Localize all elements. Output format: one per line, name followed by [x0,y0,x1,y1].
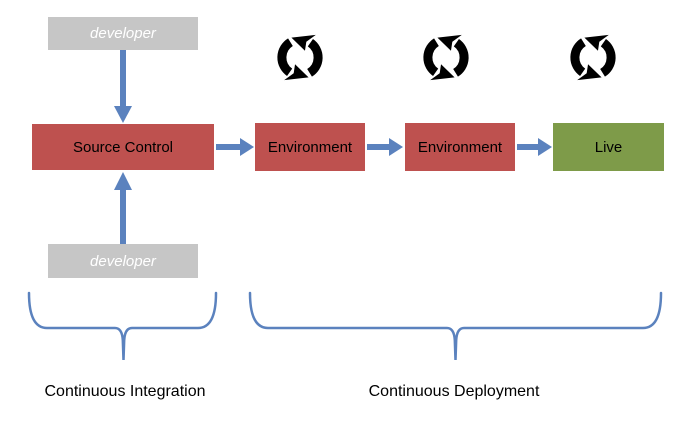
developer-box-bottom: developer [48,244,198,278]
continuous-deployment-label: Continuous Deployment [368,383,540,400]
environment-box-2: Environment [405,123,515,171]
refresh-cycle-icon [423,34,469,81]
arrow-developer-bottom-to-source-control [114,172,132,244]
arrow-environment-1-to-environment-2 [367,138,403,156]
brace-continuous-integration [27,291,218,361]
live-box: Live [553,123,664,171]
source-control-box: Source Control [32,124,214,170]
developer-box-top: developer [48,17,198,50]
environment-1-label: Environment [267,138,353,156]
arrow-developer-top-to-source-control [114,50,132,123]
developer-box-top-label: developer [90,25,156,42]
source-control-label: Source Control [72,138,174,156]
refresh-cycle-icon [277,34,323,81]
continuous-integration-label: Continuous Integration [44,383,206,400]
brace-continuous-deployment [248,291,663,361]
refresh-cycle-icon [570,34,616,81]
environment-box-1: Environment [255,123,365,171]
arrow-source-control-to-environment-1 [216,138,254,156]
environment-2-label: Environment [417,138,503,156]
developer-box-bottom-label: developer [90,252,156,270]
live-label: Live [594,138,623,156]
arrow-environment-2-to-live [517,138,552,156]
